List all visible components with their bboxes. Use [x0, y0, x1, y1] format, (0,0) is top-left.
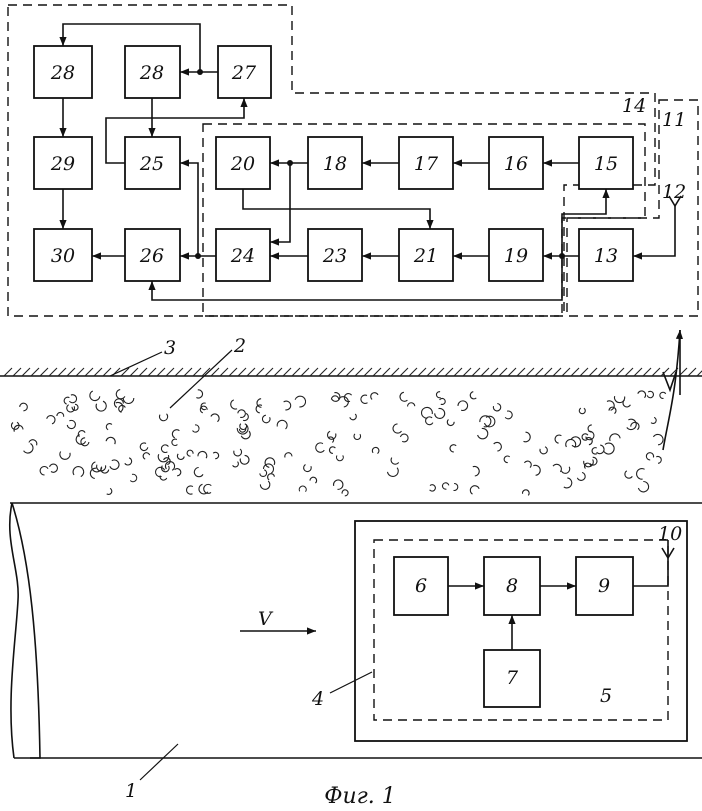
block-18: 18	[308, 137, 362, 189]
block-29: 29	[34, 137, 92, 189]
block-17: 17	[399, 137, 453, 189]
block-13: 13	[579, 229, 633, 281]
device-housing-5	[355, 521, 687, 741]
block-9-label: 9	[598, 575, 610, 597]
pipe-break-line	[10, 503, 40, 758]
connections-device	[448, 540, 674, 650]
block-24-label: 25	[139, 153, 164, 175]
reference-leaders: 1 2 3 4 5 10 11 12 14	[110, 95, 686, 802]
block-28-label: 28	[50, 62, 75, 84]
block-23: 24	[216, 229, 270, 281]
block-23-label: 24	[230, 245, 255, 267]
block-19: 19	[489, 229, 543, 281]
block-8: 8	[484, 557, 540, 615]
block-7-label: 7	[506, 667, 519, 689]
block-28: 28	[34, 46, 92, 98]
block-26: 27	[218, 46, 271, 98]
block-30: 30	[34, 229, 92, 281]
block-19-label: 19	[504, 245, 528, 267]
block-20-label: 20	[230, 153, 255, 175]
block-15: 15	[579, 137, 633, 189]
block-13-label: 13	[594, 245, 618, 267]
block-24: 25	[125, 137, 180, 189]
ref-12: 12	[662, 181, 686, 203]
block-16-label: 16	[504, 153, 528, 175]
block-8-label: 8	[506, 575, 518, 597]
block-29-label: 29	[50, 153, 75, 175]
block-16: 16	[489, 137, 543, 189]
ref-14: 14	[622, 95, 646, 117]
block-25-label: 26	[139, 245, 164, 267]
block-18-label: 18	[323, 153, 347, 175]
block-22: 23	[308, 229, 362, 281]
block-20: 20	[216, 137, 270, 189]
block-27: 28	[125, 46, 180, 98]
ref-11: 11	[662, 109, 686, 131]
block-25: 26	[125, 229, 180, 281]
block-6-label: 6	[415, 575, 427, 597]
block-30-label: 30	[51, 245, 75, 267]
block-9: 9	[576, 557, 633, 615]
block-26-label: 27	[231, 62, 257, 84]
figure-caption: Фиг. 1	[324, 784, 396, 809]
ref-10: 10	[658, 523, 682, 545]
block-7: 7	[484, 650, 540, 707]
ground-surface	[0, 368, 702, 376]
block-21-label: 21	[413, 245, 438, 267]
ref-4: 4	[311, 688, 324, 710]
block-27-label: 28	[139, 62, 164, 84]
soil-layer	[11, 390, 665, 496]
block-6: 6	[394, 557, 448, 615]
ref-1: 1	[125, 780, 137, 802]
ref-3: 3	[164, 337, 176, 359]
signal-path	[663, 330, 680, 450]
block-17-label: 17	[414, 153, 439, 175]
ref-2: 2	[233, 335, 246, 357]
enclosure-11	[567, 100, 698, 316]
ref-5: 5	[600, 685, 612, 707]
block-21: 21	[399, 229, 453, 281]
velocity-label: V	[258, 608, 274, 630]
block-15-label: 15	[594, 153, 618, 175]
block-22-label: 23	[322, 245, 347, 267]
